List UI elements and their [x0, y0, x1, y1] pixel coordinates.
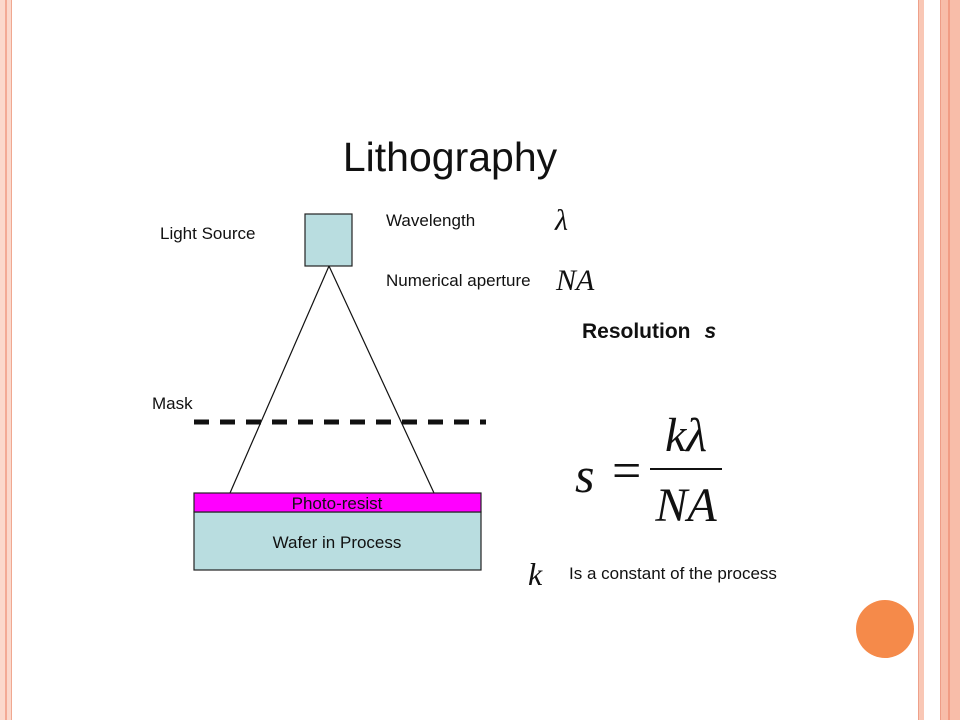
numerical-aperture-label: Numerical aperture — [386, 271, 531, 290]
resolution-label: Resolution — [582, 320, 691, 343]
formula-lhs: s — [575, 447, 595, 503]
light-source-label: Light Source — [160, 224, 256, 243]
photo-resist-label: Photo-resist — [292, 494, 383, 513]
light-source-box — [304, 213, 353, 267]
frame-right-gap — [924, 0, 940, 720]
na-symbol: NA — [556, 264, 595, 297]
frame-right-stripe-3 — [948, 0, 950, 720]
wafer-label: Wafer in Process — [273, 533, 402, 552]
frame-right-stripe-2 — [940, 0, 960, 720]
slide-frame-left — [0, 0, 12, 720]
light-ray-left — [229, 265, 330, 494]
formula-denominator: NA — [655, 479, 717, 532]
mask-label: Mask — [152, 394, 193, 413]
light-ray-right — [328, 265, 435, 494]
frame-left-stripe — [5, 0, 7, 720]
formula-fraction-bar — [650, 468, 722, 470]
wavelength-label: Wavelength — [386, 211, 476, 230]
formula-equals: = — [612, 443, 642, 500]
slide-title: Lithography — [342, 134, 558, 180]
formula-numerator: kλ — [664, 409, 708, 462]
photo-resist-layer — [193, 492, 482, 513]
k-symbol: k — [528, 556, 543, 592]
constant-note: Is a constant of the process — [569, 564, 777, 583]
resolution-symbol: s — [704, 320, 717, 343]
wafer-box — [193, 511, 482, 571]
lambda-symbol: λ — [555, 204, 568, 237]
slide-frame-right — [918, 0, 960, 720]
resolution-heading: Resolution s — [582, 320, 716, 344]
accent-dot — [856, 600, 914, 658]
frame-right-stripe-1 — [918, 0, 925, 720]
